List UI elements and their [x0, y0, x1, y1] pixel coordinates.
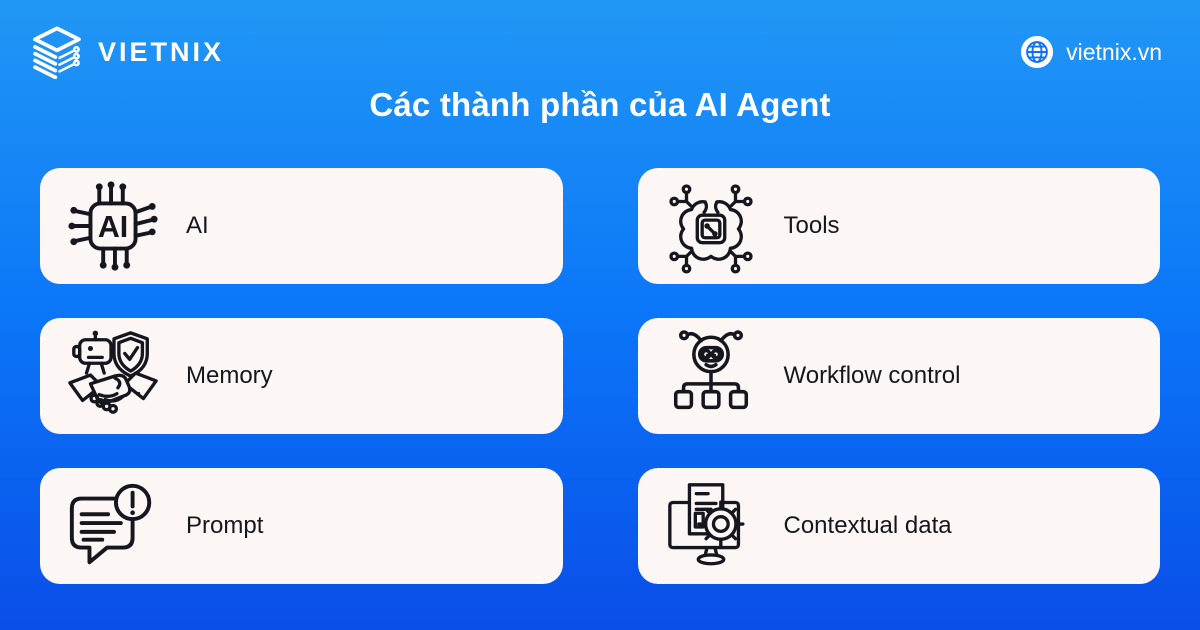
brain-circuit-icon: [660, 175, 762, 277]
card-label: Workflow control: [783, 362, 961, 389]
brand-name: VIETNIX: [98, 36, 225, 67]
header: VIETNIX vietnix.vn: [0, 0, 1200, 80]
card-workflow-control: Workflow control: [637, 318, 1160, 434]
vietnix-logo-icon: [33, 26, 81, 79]
card-prompt: Prompt: [40, 468, 563, 584]
page-title: Các thành phần của AI Agent: [369, 86, 831, 123]
chat-alert-icon: [62, 475, 164, 577]
ai-chip-text: AI: [98, 210, 128, 244]
card-tools: Tools: [637, 168, 1160, 284]
monitor-document-target-icon: [660, 475, 762, 577]
card-label: Tools: [783, 212, 840, 239]
cards-grid: AI AI: [0, 168, 1200, 584]
ai-chip-icon: AI: [62, 175, 164, 277]
card-label: Prompt: [186, 512, 264, 539]
robot-handshake-shield-icon: [62, 325, 164, 427]
robot-flowchart-icon: [660, 325, 762, 427]
website-badge[interactable]: vietnix.vn: [1020, 35, 1162, 69]
brand-logo: VIETNIX: [30, 25, 224, 79]
card-ai: AI AI: [40, 168, 563, 284]
card-label: AI: [186, 212, 209, 239]
card-label: Contextual data: [783, 512, 952, 539]
website-url: vietnix.vn: [1066, 38, 1162, 65]
card-contextual-data: Contextual data: [637, 468, 1160, 584]
globe-icon: [1021, 35, 1054, 69]
card-label: Memory: [186, 362, 273, 389]
card-memory: Memory: [40, 318, 563, 434]
